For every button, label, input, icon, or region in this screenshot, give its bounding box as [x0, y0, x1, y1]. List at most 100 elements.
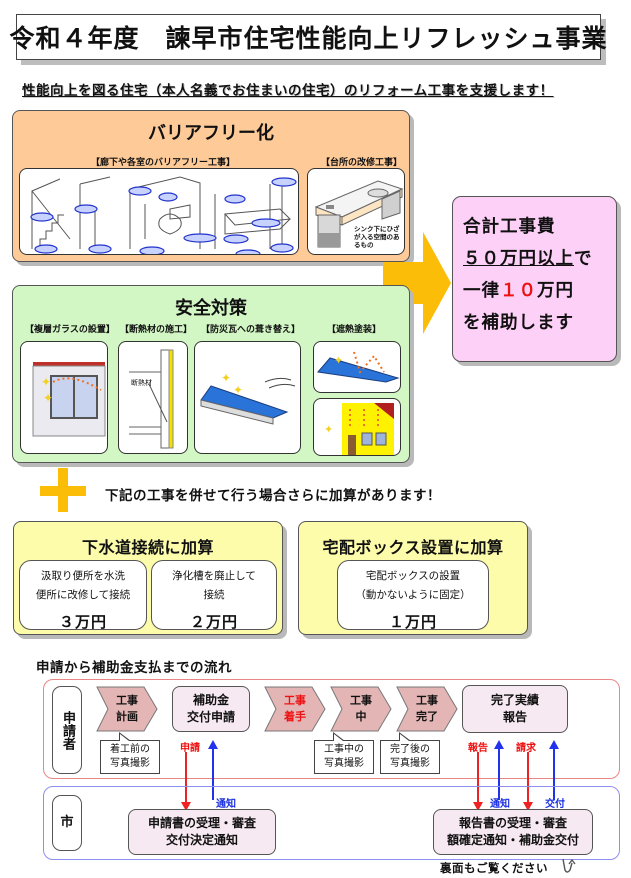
callout-line-1: 着工前の [110, 744, 150, 755]
apply-label: 申請 [180, 743, 200, 754]
flow-step-line-2: 着手 [284, 710, 306, 723]
delivery-box-card: 宅配ボックスの設置 （動かないように固定） １万円 [337, 560, 489, 631]
barrier-free-title: バリアフリー化 [148, 123, 274, 144]
chevron-shape [96, 686, 158, 732]
sewer-card-cesspit: 汲取り便所を水洗便所に改修して接続 ３万円 [19, 560, 147, 631]
subsidy-line-3: 一律１０万円 [463, 275, 616, 307]
delivery-box-desc-2: （動かないように固定） [355, 589, 471, 601]
applicant-lane: 申請者 工事計画 補助金 交付申請 工事着手 工事中 工事完了 完了実績 報告 … [43, 679, 620, 779]
city-lane: 市 通知 通知 交付 申請書の受理・審査 交付決定通知 報告書の受理・審査 額確… [43, 786, 620, 860]
city-box-line-1: 報告書の受理・審査 [458, 816, 567, 830]
kitchen-label: 【台所の改修工事】 [321, 158, 403, 168]
city-box-line-2: 額確定通知・補助金交付 [446, 833, 579, 847]
subsidy-line-2: ５０万円以上で [463, 243, 616, 275]
barrier-free-illustration [19, 168, 299, 255]
callout-line-2: 写真撮影 [110, 758, 150, 769]
report-box: 完了実績 報告 [462, 685, 568, 733]
svg-text:✦: ✦ [233, 383, 243, 397]
city-box-line-2: 交付決定通知 [165, 833, 238, 847]
chevron-shape [264, 686, 326, 732]
report-box-line-1: 完了実績 [490, 693, 539, 707]
notify2-arrowhead [494, 740, 504, 749]
delivery-box-addon-title: 宅配ボックス設置に加算 [322, 538, 504, 557]
report-label: 報告 [468, 743, 488, 754]
callout-line-1: 完了後の [390, 744, 430, 755]
delivery-box-desc-1: 宅配ボックスの設置 [365, 570, 461, 582]
city-review-application-box: 申請書の受理・審査 交付決定通知 [128, 809, 276, 855]
flow-step-line-2: 計画 [116, 710, 138, 723]
svg-text:✦: ✦ [334, 354, 343, 367]
barrier-free-panel: バリアフリー化 【廊下や各室のバリアフリー工事】 【台所の改修工事】 [12, 110, 410, 262]
sewer-card-desc-1: 浄化槽を廃止して [172, 570, 256, 582]
flow-title: 申請から補助金支払までの流れ [36, 660, 232, 676]
notify-label: 通知 [216, 799, 236, 810]
flow-step-complete: 工事完了 [396, 686, 458, 732]
chevron-shape [396, 686, 458, 732]
report-box-line-2: 報告 [502, 710, 527, 724]
applicant-lane-label: 申請者 [52, 686, 82, 774]
subsidy-line-1: 合計工事費 [463, 217, 556, 237]
sewer-card-septic: 浄化槽を廃止して接続 ２万円 [151, 560, 277, 631]
subsidy-line-3-prefix: 一律 [463, 281, 500, 301]
flow-step-line-1: 工事 [284, 694, 306, 707]
subsidy-summary: 合計工事費 ５０万円以上で 一律１０万円 を補助します [452, 196, 617, 362]
sewer-addon-title: 下水道接続に加算 [81, 538, 214, 557]
safety-label-heat-paint: 【遮熱塗装】 [327, 325, 382, 335]
delivery-box-amount: １万円 [388, 613, 437, 631]
notify2-label: 通知 [490, 799, 510, 810]
callout-before-photo: 着工前の写真撮影 [100, 732, 160, 774]
city-box-line-1: 申請書の受理・審査 [147, 816, 256, 830]
application-box-line-1: 補助金 [192, 693, 229, 707]
double-glazing-illustration: ✦ ✦ [20, 341, 108, 454]
insulation-illustration: 断熱材 [118, 341, 188, 454]
arrow-right-icon [383, 232, 451, 334]
flow-step-plan: 工事計画 [96, 686, 158, 732]
title-banner: 令和４年度 諫早市住宅性能向上リフレッシュ事業 [10, 14, 607, 60]
flow-step-line-2: 完了 [416, 710, 438, 723]
kitchen-note: シンク下にひざが入る空間のあるもの [354, 225, 400, 249]
safety-panel: 安全対策 【複層ガラスの設置】 【断熱材の施工】 【防災瓦への葺き替え】 【遮熱… [12, 285, 410, 463]
sewer-card-desc-2: 接続 [203, 589, 225, 601]
plus-icon-horizontal [40, 486, 86, 496]
insulation-note: 断熱材 [131, 379, 152, 387]
page-title: 令和４年度 諫早市住宅性能向上リフレッシュ事業 [9, 24, 608, 53]
svg-text:✦: ✦ [41, 375, 51, 389]
barrier-free-corridor-label: 【廊下や各室のバリアフリー工事】 [91, 158, 236, 168]
kitchen-drawing [314, 180, 404, 248]
svg-text:✦: ✦ [324, 423, 333, 436]
safety-label-glass: 【複層ガラスの設置】 [25, 325, 115, 335]
apply-arrowhead [181, 802, 191, 811]
u-turn-arrow-icon [562, 858, 576, 873]
callout-after-photo: 完了後の写真撮影 [380, 732, 440, 774]
callout-line-2: 写真撮影 [324, 758, 364, 769]
svg-text:✦: ✦ [221, 371, 231, 385]
notify2-arrow-line [498, 748, 500, 800]
disaster-roof-illustration: ✦ ✦ [194, 341, 301, 454]
callout-during-photo: 工事中の写真撮影 [314, 732, 374, 774]
notify-arrowhead [208, 740, 218, 749]
svg-text:✦: ✦ [43, 391, 53, 405]
sewer-card-amount: ３万円 [58, 613, 107, 631]
flow-step-line-2: 中 [355, 710, 367, 723]
claim-label: 請求 [516, 743, 536, 754]
flow-step-in-progress: 工事中 [330, 686, 392, 732]
sewer-card-desc-2: 便所に改修して接続 [35, 589, 131, 601]
barrier-free-drawing [30, 176, 297, 254]
flow-step-start: 工事着手 [264, 686, 326, 732]
subsidy-line-3-suffix: 万円 [537, 281, 574, 301]
payment-arrow-line [553, 748, 555, 800]
subsidy-line-4: を補助します [463, 313, 574, 333]
subtitle: 性能向上を図る住宅（本人名義でお住まいの住宅）のリフォーム工事を支援します！ [22, 83, 554, 99]
flow-step-line-1: 工事 [116, 694, 138, 707]
callout-line-2: 写真撮影 [390, 758, 430, 769]
subsidy-threshold: ５０万円以上 [463, 249, 574, 269]
back-page-note: 裏面もご覧ください [440, 861, 548, 875]
claim-arrowhead [523, 802, 533, 811]
notify-arrow-line [212, 748, 214, 800]
safety-label-insulation: 【断熱材の施工】 [120, 325, 193, 335]
safety-title: 安全対策 [175, 298, 247, 319]
chevron-shape [330, 686, 392, 732]
report-arrow-line [477, 752, 479, 804]
payment-arrowhead [549, 740, 559, 749]
applicant-label-text: 申請者 [60, 710, 75, 750]
